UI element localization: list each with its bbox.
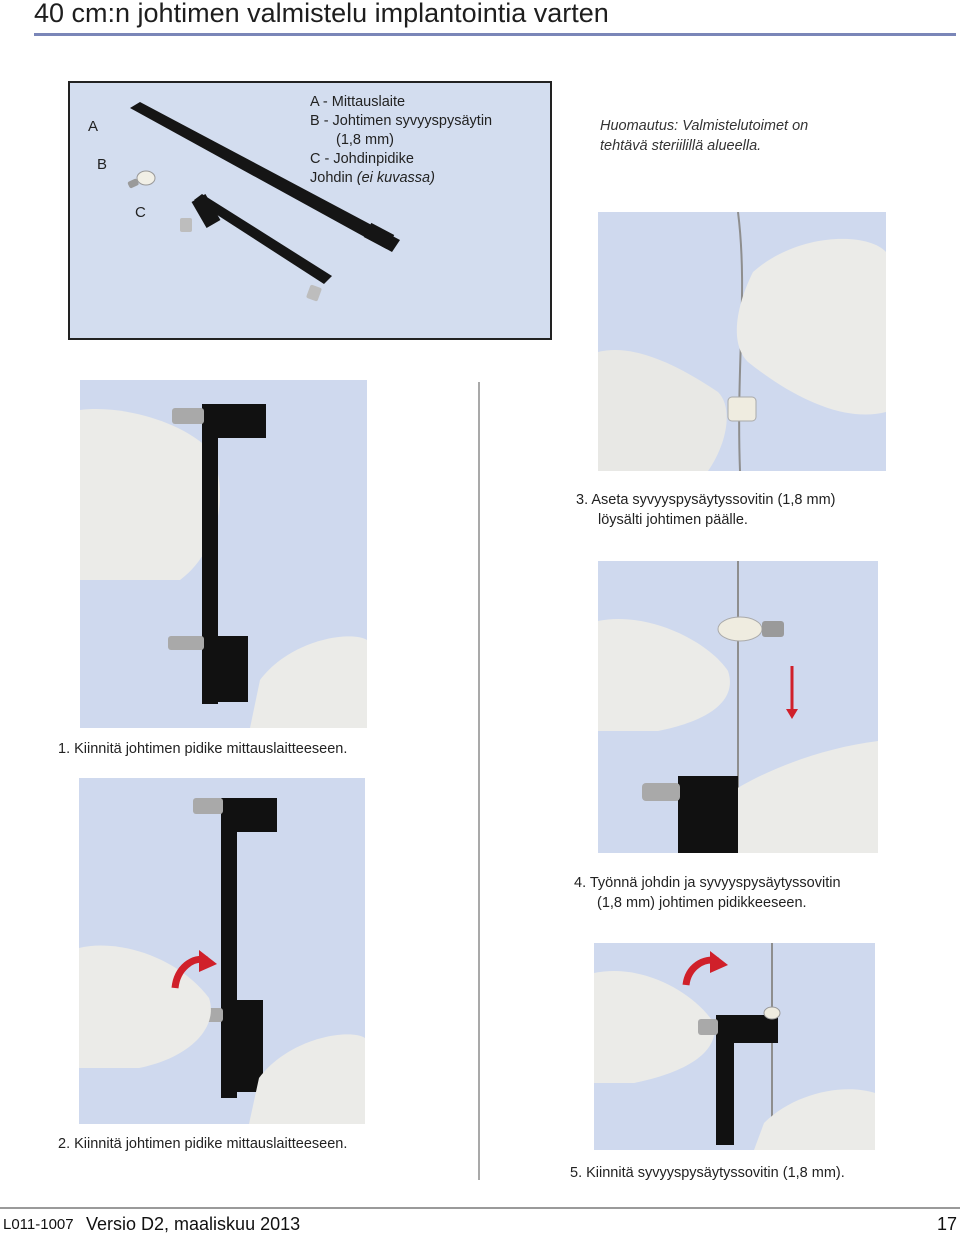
step-3-photo [598, 212, 886, 471]
step-1-photo [80, 380, 367, 728]
legend-item-a: A - Mittauslaite [310, 94, 406, 110]
footer-document-code: L011-1007 [3, 1216, 74, 1233]
step-2-photo [79, 778, 365, 1124]
step-4-photo [598, 561, 878, 853]
step-5-caption: 5. Kiinnitä syvyyspysäytyssovitin (1,8 m… [570, 1163, 845, 1183]
legend-item-b: B - Johtimen syvyyspysäytin [310, 113, 493, 129]
legend-item-wire: Johdin (ei kuvassa) [310, 169, 492, 188]
sterile-note: Huomautus: Valmistelutoimet on tehtävä s… [600, 116, 808, 156]
legend-wire-note: (ei kuvassa) [356, 170, 435, 186]
step-1-number: 1. [58, 741, 71, 757]
step-4-text-line-1: Työnnä johdin ja syvyyspysäytyssovitin [589, 875, 841, 891]
step-4-text-line-2: (1,8 mm) johtimen pidikkeeseen. [597, 895, 807, 911]
step-5-photo [594, 943, 875, 1150]
footer-page-number: 17 [936, 1214, 957, 1234]
legend-item-b-size: (1,8 mm) [336, 132, 394, 148]
note-line-1: Huomautus: Valmistelutoimet on [600, 118, 809, 134]
step-3-caption: 3. Aseta syvyyspysäytyssovitin (1,8 mm) … [576, 490, 835, 530]
step-2-caption: 2. Kiinnitä johtimen pidike mittauslaitt… [58, 1134, 347, 1154]
footer-version: Versio D2, maaliskuu 2013 [86, 1214, 301, 1234]
step-5-text: Kiinnitä syvyyspysäytyssovitin (1,8 mm). [586, 1165, 845, 1181]
title-divider [34, 33, 956, 36]
note-line-2: tehtävä steriilillä alueella. [600, 138, 762, 154]
kit-label-c: C [135, 204, 146, 221]
step-2-number: 2. [58, 1136, 71, 1152]
step-3-text-line-2: löysälti johtimen päälle. [598, 512, 748, 528]
kit-legend: A - Mittauslaite B - Johtimen syvyyspysä… [310, 93, 492, 188]
step-3-number: 3. [576, 492, 589, 508]
step-2-text: Kiinnitä johtimen pidike mittauslaittees… [74, 1136, 348, 1152]
step-1-text: Kiinnitä johtimen pidike mittauslaittees… [74, 741, 348, 757]
step-3-text-line-1: Aseta syvyyspysäytyssovitin (1,8 mm) [591, 492, 836, 508]
legend-item-c: C - Johdinpidike [310, 151, 414, 167]
kit-label-b: B [97, 156, 108, 173]
step-4-number: 4. [574, 875, 587, 891]
page-title: 40 cm:n johtimen valmistelu implantointi… [34, 0, 609, 28]
footer-divider [0, 1207, 960, 1209]
column-divider [478, 382, 480, 1180]
step-5-number: 5. [570, 1165, 583, 1181]
kit-components-image [127, 102, 400, 302]
legend-wire-label: Johdin [310, 170, 353, 186]
kit-label-a: A [88, 118, 99, 135]
step-1-caption: 1. Kiinnitä johtimen pidike mittauslaitt… [58, 739, 347, 759]
step-4-caption: 4. Työnnä johdin ja syvyyspysäytyssoviti… [574, 873, 841, 913]
